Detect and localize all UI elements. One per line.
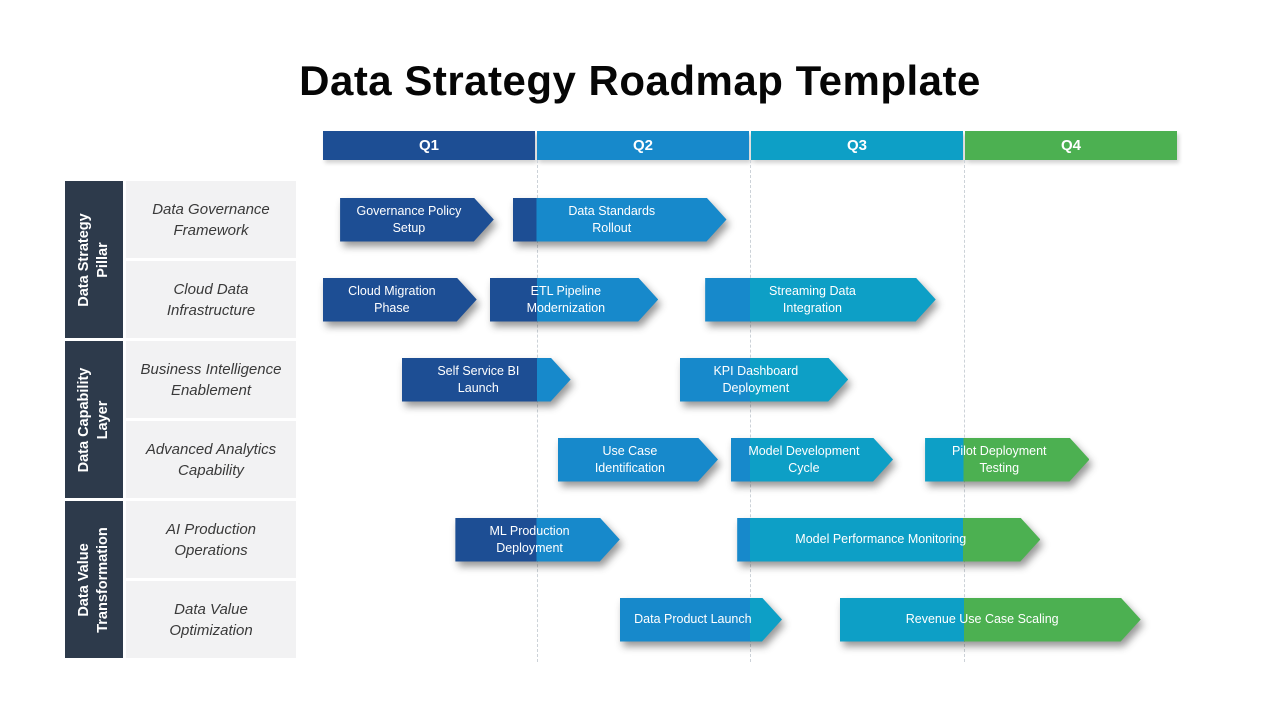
task-bar-shape: Model Development Cycle	[731, 438, 893, 482]
task-bar: Data Product Launch	[620, 598, 782, 642]
task-bar-label: Self Service BI Launch	[437, 363, 520, 395]
task-bar: Cloud Migration Phase	[323, 278, 477, 322]
task-bar-label: ETL Pipeline Modernization	[526, 283, 606, 315]
group-block-1: Data Capability Layer	[65, 341, 123, 498]
group-block-2: Data Value Transformation	[65, 501, 123, 658]
row-label-1: Cloud Data Infrastructure	[126, 261, 296, 338]
task-bar: Model Performance Monitoring	[737, 518, 1040, 562]
task-bar-shape: Use Case Identification	[558, 438, 718, 482]
group-label: Data Capability Layer	[76, 367, 111, 472]
quarter-header-q3: Q3	[751, 131, 963, 160]
row-label-0: Data Governance Framework	[126, 181, 296, 258]
row-label-3: Advanced Analytics Capability	[126, 421, 296, 498]
row-label-5: Data Value Optimization	[126, 581, 296, 658]
quarter-header-q4: Q4	[965, 131, 1177, 160]
task-bar-shape: Data Standards Rollout	[513, 198, 727, 242]
task-bar-shape: Data Product Launch	[620, 598, 782, 642]
task-bar: ML Production Deployment	[455, 518, 619, 562]
task-bar-label: Cloud Migration Phase	[348, 283, 436, 315]
task-bar-label: Model Development Cycle	[748, 443, 860, 475]
task-bar-shape: ML Production Deployment	[455, 518, 619, 562]
task-bar-label: Governance Policy Setup	[356, 203, 462, 235]
task-bar-label: Data Product Launch	[634, 612, 752, 627]
task-bar-shape: KPI Dashboard Deployment	[680, 358, 849, 402]
task-bar-shape: Streaming Data Integration	[705, 278, 936, 322]
task-bar: ETL Pipeline Modernization	[490, 278, 659, 322]
task-bar-label: KPI Dashboard Deployment	[713, 363, 799, 395]
group-label: Data Value Transformation	[76, 526, 111, 633]
task-bar-shape: Cloud Migration Phase	[323, 278, 477, 322]
task-bar-shape: Pilot Deployment Testing	[925, 438, 1089, 482]
row-label-4: AI Production Operations	[126, 501, 296, 578]
task-bar-label: Pilot Deployment Testing	[952, 443, 1047, 475]
task-bar-shape: Model Performance Monitoring	[737, 518, 1040, 562]
task-bar: Model Development Cycle	[731, 438, 893, 482]
task-bar-label: Data Standards Rollout	[568, 203, 656, 235]
quarter-header-q2: Q2	[537, 131, 749, 160]
quarter-header-q1: Q1	[323, 131, 535, 160]
task-bar-shape: ETL Pipeline Modernization	[490, 278, 659, 322]
task-bar: Data Standards Rollout	[513, 198, 727, 242]
task-bar-shape: Self Service BI Launch	[402, 358, 571, 402]
task-bar-label: Revenue Use Case Scaling	[905, 612, 1059, 627]
group-block-0: Data Strategy Pillar	[65, 181, 123, 338]
page-title: Data Strategy Roadmap Template	[299, 57, 981, 104]
task-bar: Pilot Deployment Testing	[925, 438, 1089, 482]
quarter-gridline-3	[963, 160, 965, 662]
task-bar-label: Model Performance Monitoring	[795, 532, 967, 547]
task-bar: KPI Dashboard Deployment	[680, 358, 849, 402]
task-bar-shape: Revenue Use Case Scaling	[840, 598, 1141, 642]
task-bar: Use Case Identification	[558, 438, 718, 482]
quarter-gridline-2	[750, 160, 751, 662]
task-bar: Self Service BI Launch	[402, 358, 571, 402]
quarter-gridline-1	[536, 160, 538, 662]
group-label: Data Strategy Pillar	[76, 212, 111, 307]
task-bar: Governance Policy Setup	[340, 198, 494, 242]
task-bar-label: Streaming Data Integration	[769, 283, 856, 315]
task-bar-label: Use Case Identification	[594, 443, 665, 475]
task-bar: Streaming Data Integration	[705, 278, 936, 322]
task-bar-shape: Governance Policy Setup	[340, 198, 494, 242]
row-label-2: Business Intelligence Enablement	[126, 341, 296, 418]
task-bar-label: ML Production Deployment	[489, 523, 570, 555]
task-bar: Revenue Use Case Scaling	[840, 598, 1141, 642]
